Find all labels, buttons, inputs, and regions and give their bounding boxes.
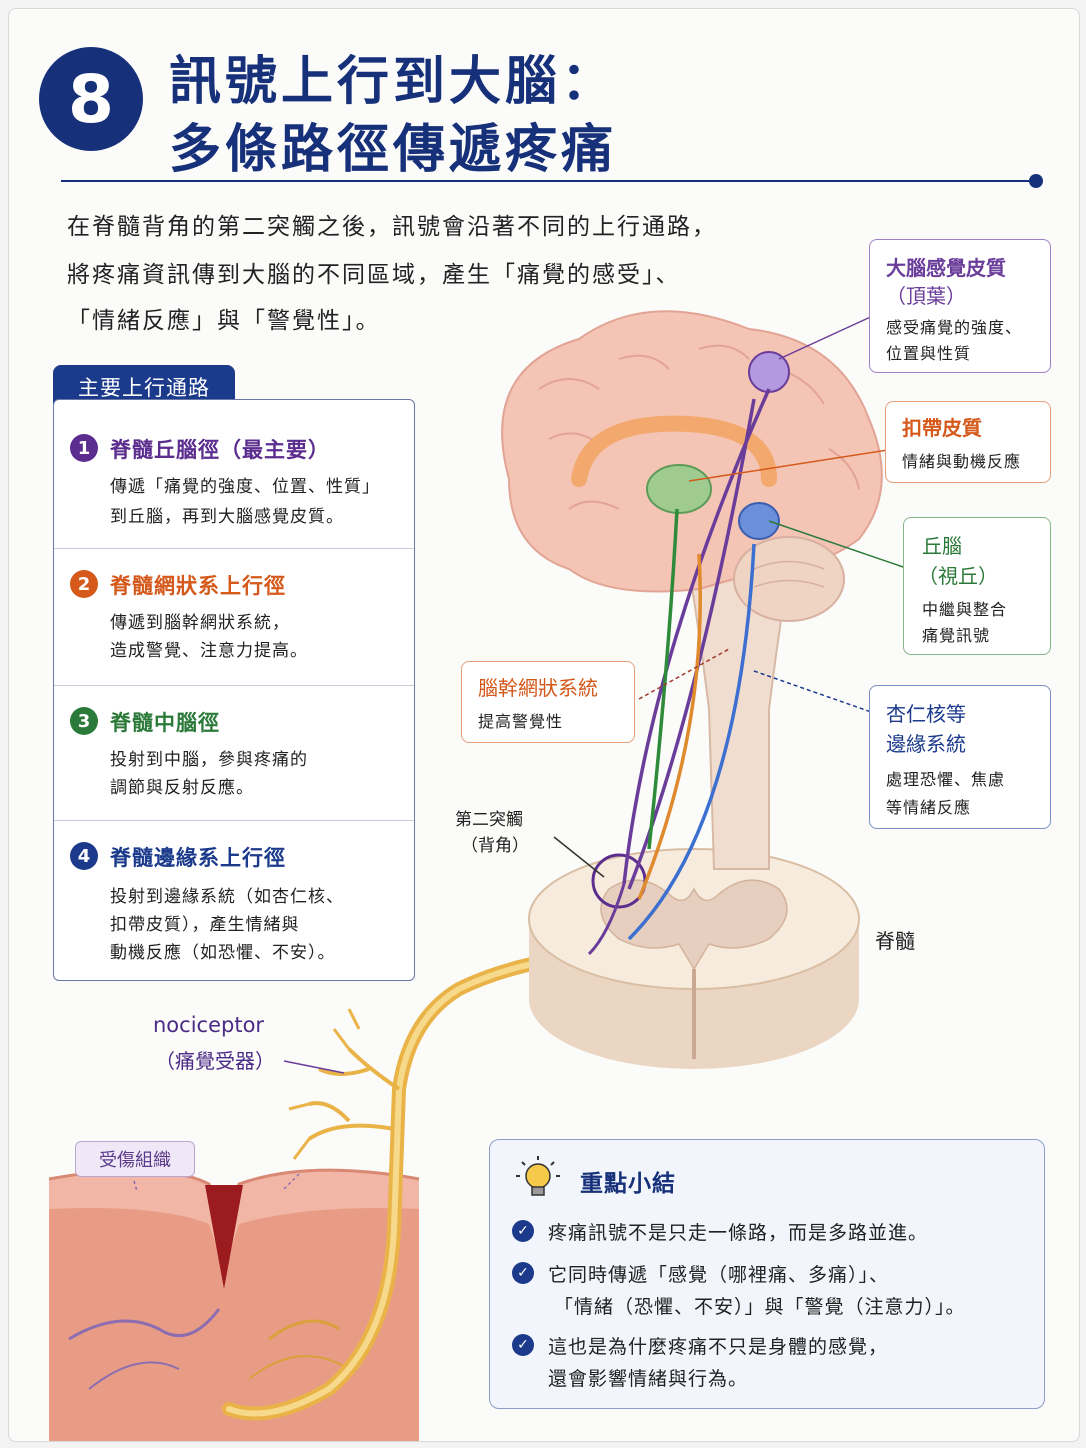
callout-amygdala-subtitle: 邊緣系統 — [886, 732, 966, 756]
leader-lines — [133, 313, 910, 1192]
pathway-desc-1a: 傳遞「痛覺的強度、位置、性質」 — [110, 477, 380, 497]
callout-sensory-cortex-title: 大腦感覺皮質 — [886, 256, 1006, 280]
pathway-title-2: 脊髓網狀系上行徑 — [110, 574, 286, 598]
pathway-desc-4a: 投射到邊緣系統（如杏仁核、 — [110, 887, 344, 907]
check-icon: ✓ — [512, 1220, 534, 1242]
callout-brainstem-text: 提高警覺性 — [478, 712, 564, 731]
callout-cingulate-text: 情緒與動機反應 — [902, 452, 1022, 471]
label-second-synapse: 第二突觸 — [455, 810, 523, 830]
label-nociceptor: nociceptor — [153, 1013, 265, 1037]
summary-box: 重點小結 ✓ 疼痛訊號不是只走一條路，而是多路並進。 ✓ 它同時傳遞「感覺（哪裡… — [489, 1139, 1045, 1409]
brain — [501, 310, 883, 622]
intro-line2: 將疼痛資訊傳到大腦的不同區域，產生「痛覺的感受」、 — [67, 262, 681, 288]
intro-line1: 在脊髓背角的第二突觸之後，訊號會沿著不同的上行通路， — [67, 214, 717, 240]
nociceptor-nerve — [222, 947, 596, 1421]
pathway-number-1: 1 — [70, 434, 98, 462]
callout-cingulate: 扣帶皮質 情緒與動機反應 — [885, 401, 1051, 483]
spinal-cord — [528, 848, 860, 1069]
intro-line3: 「情緒反應」與「警覺性」。 — [67, 308, 381, 334]
label-dorsal-horn: （背角） — [461, 836, 529, 856]
section-number-badge: 8 — [39, 47, 143, 151]
pathway-number-3: 3 — [70, 707, 98, 735]
summary-point-3a: 這也是為什麼疼痛不只是身體的感覺， — [548, 1336, 889, 1358]
title-divider — [61, 180, 1037, 182]
summary-point-2a: 它同時傳遞「感覺（哪裡痛、多痛）」、 — [548, 1264, 890, 1286]
pathway-title-3: 脊髓中腦徑 — [110, 711, 220, 735]
callout-thalamus-text1: 中繼與整合 — [922, 600, 1008, 619]
callout-amygdala-text1: 處理恐懼、焦慮 — [886, 770, 1006, 789]
pathway-desc-1b: 到丘腦，再到大腦感覺皮質。 — [110, 507, 344, 527]
page-title-line2: 多條路徑傳遞疼痛 — [169, 120, 618, 180]
callout-brainstem-title: 腦幹網狀系統 — [478, 676, 598, 700]
summary-point-1: 疼痛訊號不是只走一條路，而是多路並進。 — [548, 1222, 929, 1244]
divider-dot — [1029, 174, 1043, 188]
callout-sensory-cortex-subtitle: （頂葉） — [886, 284, 966, 308]
summary-point-3b: 還會影響情緒與行為。 — [548, 1368, 749, 1390]
summary-point-2b: 「情緒（恐懼、不安）」與「警覺（注意力）」。 — [554, 1296, 966, 1318]
label-injured-tissue: 受傷組織 — [75, 1141, 195, 1177]
section-number: 8 — [68, 60, 114, 138]
pathway-title-4: 脊髓邊緣系上行徑 — [110, 846, 286, 870]
callout-amygdala-text2: 等情緒反應 — [886, 798, 972, 817]
ascending-pathways — [587, 388, 771, 956]
check-icon: ✓ — [512, 1334, 534, 1356]
callout-thalamus-subtitle: （視丘） — [918, 564, 998, 588]
pathway-divider — [54, 685, 414, 686]
pathway-number-4: 4 — [70, 842, 98, 870]
pathways-panel: 1 脊髓丘腦徑（最主要） 傳遞「痛覺的強度、位置、性質」 到丘腦，再到大腦感覺皮… — [53, 399, 415, 981]
pathway-desc-2b: 造成警覺、注意力提高。 — [110, 641, 308, 661]
callout-thalamus-text2: 痛覺訊號 — [922, 626, 991, 645]
skin-tissue — [48, 1168, 420, 1441]
pathway-desc-4b: 扣帶皮質），產生情緒與 — [110, 915, 300, 935]
pathway-desc-2a: 傳遞到腦幹網狀系統， — [110, 613, 290, 633]
callout-sensory-cortex: 大腦感覺皮質 （頂葉） 感受痛覺的強度、 位置與性質 — [869, 239, 1051, 373]
lightbulb-icon — [516, 1156, 560, 1196]
callout-thalamus-title: 丘腦 — [922, 534, 962, 558]
pathway-title-1: 脊髓丘腦徑（最主要） — [110, 438, 330, 462]
callout-amygdala: 杏仁核等 邊緣系統 處理恐懼、焦慮 等情緒反應 — [869, 685, 1051, 829]
callout-sensory-cortex-text2: 位置與性質 — [886, 344, 972, 363]
label-spinal-cord: 脊髓 — [875, 929, 915, 953]
pathway-desc-4c: 動機反應（如恐懼、不安）。 — [110, 943, 336, 963]
anatomy-illustration — [48, 310, 910, 1441]
callout-brainstem-reticular: 腦幹網狀系統 提高警覺性 — [461, 661, 635, 743]
pathway-number-2: 2 — [70, 570, 98, 598]
callout-cingulate-title: 扣帶皮質 — [902, 416, 982, 440]
pathway-divider — [54, 548, 414, 549]
callout-sensory-cortex-text1: 感受痛覺的強度、 — [886, 318, 1023, 337]
callout-thalamus: 丘腦 （視丘） 中繼與整合 痛覺訊號 — [903, 517, 1051, 655]
callout-amygdala-title: 杏仁核等 — [886, 702, 966, 726]
infographic-page: 8 訊號上行到大腦： 多條路徑傳遞疼痛 在脊髓背角的第二突觸之後，訊號會沿著不同… — [8, 8, 1080, 1442]
label-nociceptor-zh: （痛覺受器） — [155, 1049, 275, 1073]
page-title-line1: 訊號上行到大腦： — [169, 52, 618, 112]
pathway-desc-3b: 調節與反射反應。 — [110, 778, 254, 798]
pathway-desc-3a: 投射到中腦，參與疼痛的 — [110, 750, 308, 770]
summary-title: 重點小結 — [580, 1171, 676, 1197]
check-icon: ✓ — [512, 1262, 534, 1284]
pathway-divider — [54, 820, 414, 821]
